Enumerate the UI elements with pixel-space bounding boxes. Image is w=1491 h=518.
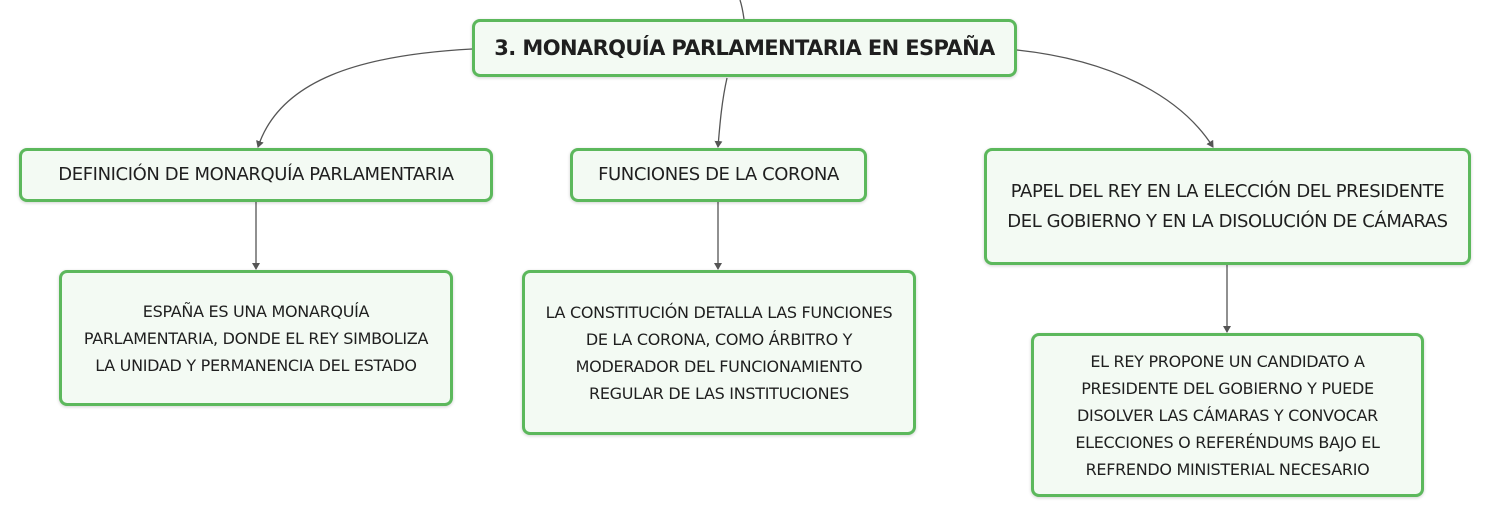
- subtopic-node-papel-del-rey[interactable]: EL REY PROPONE UN CANDIDATO A PRESIDENTE…: [1031, 333, 1424, 497]
- subtopic-text-funciones: LA CONSTITUCIÓN DETALLA LAS FUNCIONES DE…: [546, 299, 893, 407]
- subtopic-node-funciones[interactable]: LA CONSTITUCIÓN DETALLA LAS FUNCIONES DE…: [522, 270, 916, 435]
- subtopic-text-line: MODERADOR DEL FUNCIONAMIENTO: [575, 356, 863, 376]
- subtopic-text-papel-del-rey: EL REY PROPONE UN CANDIDATO A PRESIDENTE…: [1075, 348, 1380, 483]
- topic-label-papel-del-rey: PAPEL DEL REY EN LA ELECCIÓN DEL PRESIDE…: [1007, 177, 1448, 237]
- topic-label-line: DEL GOBIERNO Y EN LA DISOLUCIÓN DE CÁMAR…: [1007, 210, 1448, 232]
- subtopic-text-line: DISOLVER LAS CÁMARAS Y CONVOCAR: [1077, 405, 1378, 425]
- subtopic-text-line: PRESIDENTE DEL GOBIERNO Y PUEDE: [1081, 378, 1374, 398]
- connector-root-to-funciones: [714, 77, 728, 148]
- subtopic-text-line: LA UNIDAD Y PERMANENCIA DEL ESTADO: [95, 355, 417, 375]
- subtopic-text-line: REGULAR DE LAS INSTITUCIONES: [589, 383, 849, 403]
- topic-label-line: PAPEL DEL REY EN LA ELECCIÓN DEL PRESIDE…: [1010, 180, 1445, 202]
- subtopic-text-line: PARLAMENTARIA, DONDE EL REY SIMBOLIZA: [83, 328, 429, 348]
- connector-parent-to-root: [739, 0, 745, 20]
- subtopic-text-definicion: ESPAÑA ES UNA MONARQUÍA PARLAMENTARIA, D…: [83, 298, 429, 379]
- topic-label-funciones: FUNCIONES DE LA CORONA: [598, 164, 839, 185]
- root-topic-label: 3. MONARQUÍA PARLAMENTARIA EN ESPAÑA: [494, 36, 995, 60]
- subtopic-text-line: REFRENDO MINISTERIAL NECESARIO: [1085, 459, 1370, 479]
- subtopic-text-line: EL REY PROPONE UN CANDIDATO A: [1090, 351, 1365, 371]
- connector-root-to-definicion: [256, 48, 473, 148]
- connector-root-to-papel: [1016, 49, 1214, 148]
- topic-node-funciones[interactable]: FUNCIONES DE LA CORONA: [570, 148, 867, 202]
- subtopic-text-line: DE LA CORONA, COMO ÁRBITRO Y: [585, 329, 853, 349]
- topic-node-definicion[interactable]: DEFINICIÓN DE MONARQUÍA PARLAMENTARIA: [19, 148, 493, 202]
- subtopic-text-line: ESPAÑA ES UNA MONARQUÍA: [142, 301, 370, 321]
- subtopic-node-definicion[interactable]: ESPAÑA ES UNA MONARQUÍA PARLAMENTARIA, D…: [59, 270, 453, 406]
- root-topic-node[interactable]: 3. MONARQUÍA PARLAMENTARIA EN ESPAÑA: [472, 19, 1017, 77]
- topic-label-definicion: DEFINICIÓN DE MONARQUÍA PARLAMENTARIA: [58, 164, 454, 185]
- subtopic-text-line: ELECCIONES O REFERÉNDUMS BAJO EL: [1075, 432, 1380, 452]
- topic-node-papel-del-rey[interactable]: PAPEL DEL REY EN LA ELECCIÓN DEL PRESIDE…: [984, 148, 1471, 265]
- subtopic-text-line: LA CONSTITUCIÓN DETALLA LAS FUNCIONES: [545, 302, 893, 322]
